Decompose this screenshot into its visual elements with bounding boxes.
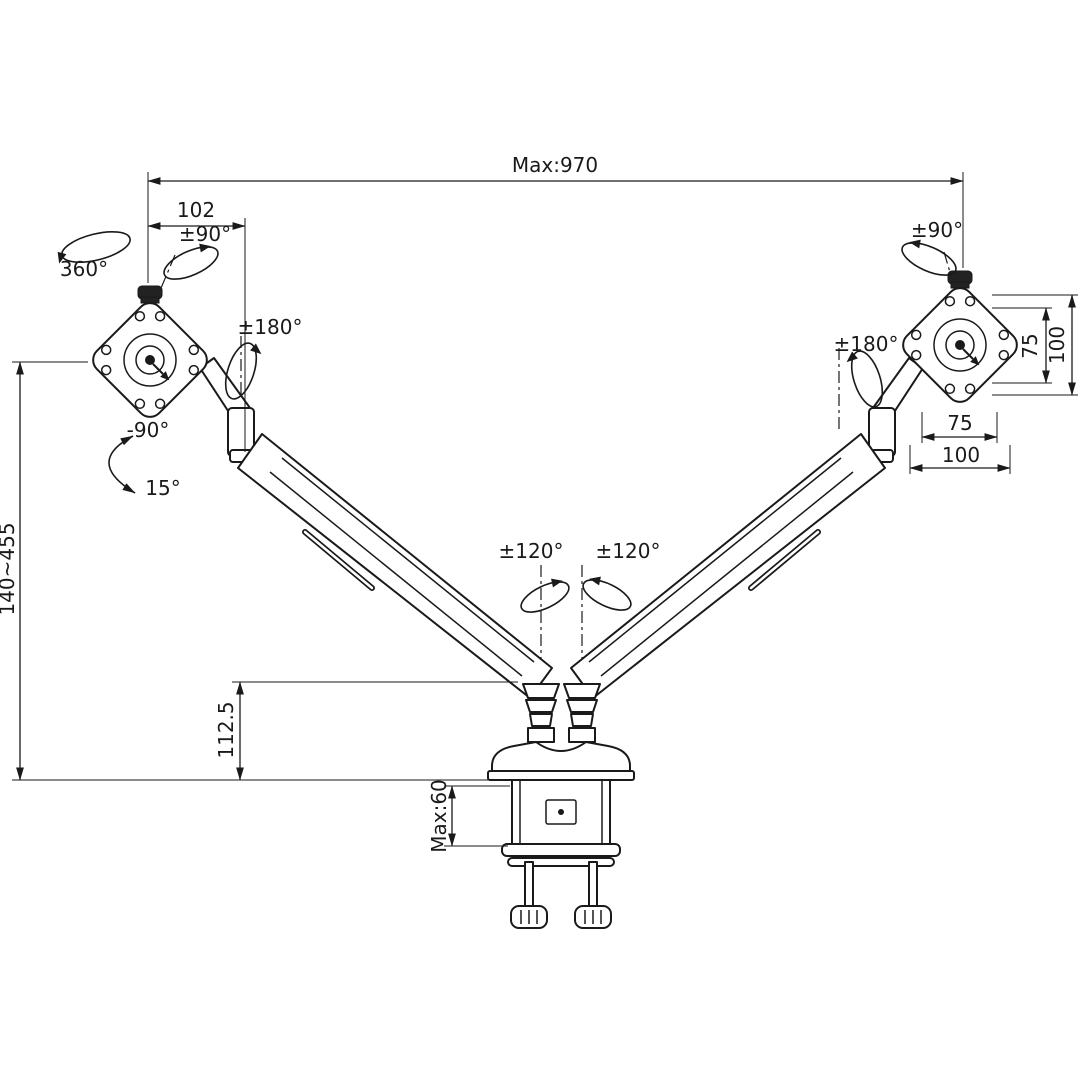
rotation-360: 360° [57, 231, 131, 281]
dim-clamp-range: Max:60 [427, 779, 510, 853]
label-swivel-360: 360° [60, 257, 108, 281]
arm-right [570, 357, 924, 699]
rotation-90-right: ±90° [901, 218, 963, 276]
label-elbow-right: ±120° [596, 539, 661, 563]
dim-vesa-v75: 75 [992, 307, 1052, 384]
label-plate-swivel-right: ±90° [911, 218, 963, 242]
label-vesa-v75: 75 [1018, 333, 1042, 358]
clamp-pad [507, 857, 615, 867]
pivot-left [522, 683, 560, 743]
base-rim [487, 770, 635, 781]
dim-max-width: Max:970 [147, 153, 964, 283]
vesa-plate-left [92, 285, 208, 418]
dim-offset-102: 102 [147, 198, 246, 452]
pivot-right [563, 683, 601, 743]
dim-height-range: 140~455 [0, 361, 497, 781]
label-max-width: Max:970 [512, 153, 598, 177]
clamp-body [511, 779, 611, 853]
label-offset: 102 [177, 198, 215, 222]
rotation-120-right: ±120° [582, 539, 661, 611]
label-vesa-h100: 100 [942, 443, 980, 467]
arm-left-body [237, 433, 553, 699]
dim-vesa-h75: 75 [921, 411, 998, 443]
clamp-screw-right [588, 861, 598, 909]
dim-vesa-h100: 100 [909, 443, 1011, 474]
label-arm-swivel-right: ±180° [834, 332, 899, 356]
base-dome [491, 741, 631, 777]
rotation-90-left: ±90° [163, 222, 231, 280]
rotation-120-left: ±120° [499, 539, 570, 613]
clamp-screw-left [524, 861, 534, 909]
clamp-arm [501, 843, 621, 857]
label-tilt-down: 15° [145, 476, 180, 500]
clamp-window [545, 799, 577, 825]
label-arm-swivel-left: ±180° [238, 315, 303, 339]
vesa-plate-right [902, 270, 1018, 403]
label-tilt-up: -90° [127, 418, 170, 442]
arm-left [199, 357, 553, 699]
rotation-180-left: ±180° [224, 315, 303, 400]
label-elbow-left: ±120° [499, 539, 564, 563]
arm-right-elbow [868, 407, 896, 457]
label-vesa-h75: 75 [947, 411, 972, 435]
label-plate-swivel-left: ±90° [179, 222, 231, 246]
arm-right-body [570, 433, 886, 699]
label-clamp-range: Max:60 [427, 779, 451, 853]
label-vesa-v100: 100 [1045, 326, 1069, 364]
dim-pole-height: 112.5 [214, 681, 518, 781]
label-pole-height: 112.5 [214, 701, 238, 758]
base-assembly [487, 683, 635, 929]
label-height-range: 140~455 [0, 522, 19, 615]
rotation-180-right: ±180° [834, 332, 899, 408]
arm-left-elbow [227, 407, 255, 457]
dim-vesa-v100: 100 [992, 294, 1078, 396]
rotation-tilt: -90° 15° [108, 418, 181, 500]
